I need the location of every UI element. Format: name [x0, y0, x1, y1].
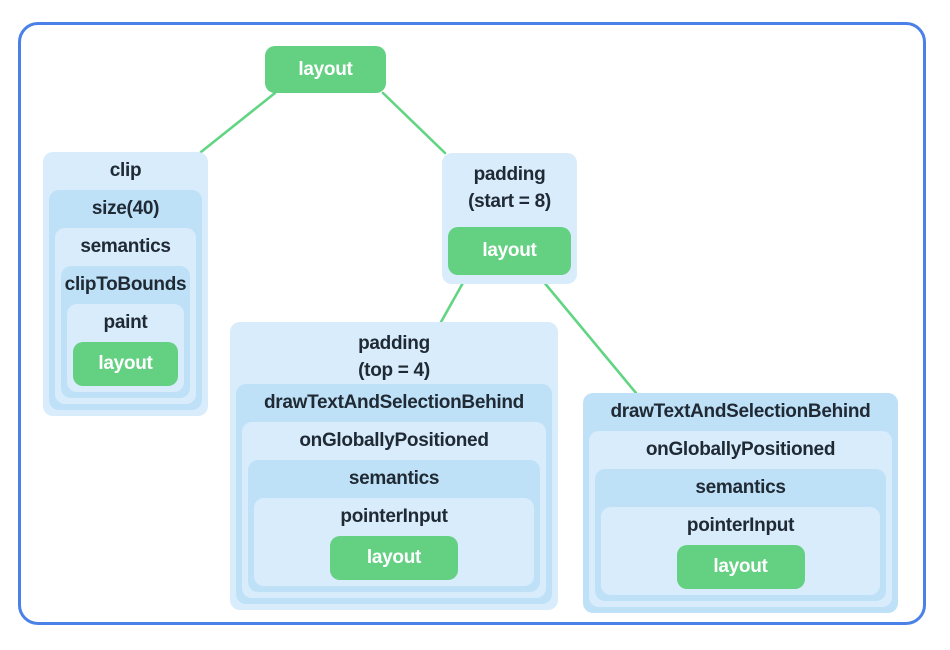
node-semantics-right: semantics pointerInput layout	[595, 469, 886, 601]
node-padding-top-label-line1: padding	[358, 333, 430, 354]
node-layout-root: layout	[265, 46, 386, 93]
node-padding-top-label-line2: (top = 4)	[358, 360, 430, 381]
node-padding-start: padding (start = 8) layout	[442, 153, 577, 284]
node-semantics-clip: semantics clipToBounds paint layout	[55, 228, 196, 404]
node-ongloballypositioned-middle: onGloballyPositioned semantics pointerIn…	[242, 422, 546, 598]
node-semantics-middle-label: semantics	[348, 468, 440, 489]
node-ongloballypositioned-right: onGloballyPositioned semantics pointerIn…	[589, 431, 892, 607]
node-padding-start-label-line1: padding	[473, 164, 546, 185]
connector-line-padding-start-to-padding-top	[439, 279, 466, 324]
diagram-border	[18, 22, 926, 625]
node-padding-top: padding (top = 4) drawTextAndSelectionBe…	[230, 322, 558, 610]
node-semantics-middle: semantics pointerInput layout	[248, 460, 540, 592]
node-layout-leaf-padding-start: layout	[448, 227, 571, 275]
node-layout-leaf-right: layout	[676, 545, 805, 589]
connector-line-root-to-clip	[199, 91, 277, 154]
node-clip-label: clip	[109, 160, 142, 181]
node-padding-top-label: padding (top = 4)	[236, 322, 552, 384]
node-layout-leaf-clip: layout	[73, 342, 178, 386]
node-drawtext-right: drawTextAndSelectionBehind onGloballyPos…	[583, 393, 898, 613]
node-clip: clip size(40) semantics clipToBounds pai…	[43, 152, 208, 416]
node-size40: size(40) semantics clipToBounds paint la…	[49, 190, 202, 410]
node-semantics-clip-label: semantics	[80, 236, 171, 257]
node-cliptobounds: clipToBounds paint layout	[61, 266, 190, 398]
node-pointerinput-right-label: pointerInput	[686, 515, 795, 536]
connector-line-padding-start-to-drawtext	[541, 279, 638, 395]
node-drawtext-right-label: drawTextAndSelectionBehind	[610, 401, 871, 422]
node-pointerinput-middle-label: pointerInput	[340, 506, 448, 527]
node-ongloballypositioned-middle-label: onGloballyPositioned	[299, 430, 489, 451]
node-semantics-right-label: semantics	[695, 477, 786, 498]
node-paint: paint layout	[67, 304, 184, 392]
node-pointerinput-right: pointerInput layout	[601, 507, 880, 595]
node-layout-leaf-middle: layout	[330, 536, 458, 580]
node-paint-label: paint	[103, 312, 148, 333]
node-cliptobounds-label: clipToBounds	[64, 274, 187, 295]
node-drawtext-middle: drawTextAndSelectionBehind onGloballyPos…	[236, 384, 552, 604]
node-drawtext-middle-label: drawTextAndSelectionBehind	[264, 392, 524, 413]
connector-line-root-to-padding-start	[381, 91, 447, 155]
node-ongloballypositioned-right-label: onGloballyPositioned	[645, 439, 836, 460]
node-padding-start-label: padding (start = 8)	[448, 153, 571, 215]
node-padding-start-label-line2: (start = 8)	[468, 191, 551, 212]
node-size40-label: size(40)	[91, 198, 160, 219]
node-pointerinput-middle: pointerInput layout	[254, 498, 534, 586]
